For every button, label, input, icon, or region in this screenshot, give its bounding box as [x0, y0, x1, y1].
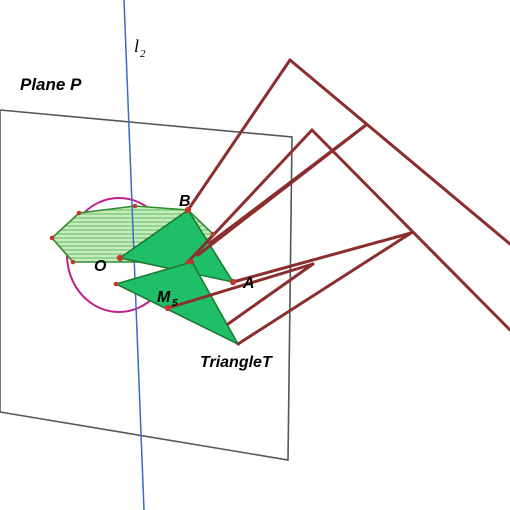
hexagon-vertex: [185, 259, 191, 265]
triangle-label: TriangleT: [200, 354, 273, 371]
hexagon-vertex: [70, 259, 76, 265]
rod: [236, 231, 413, 346]
point-b-label: B: [179, 193, 191, 210]
rod: [186, 58, 292, 212]
rod-structure: [166, 58, 510, 346]
point-b[interactable]: [184, 206, 192, 214]
rod: [166, 262, 315, 310]
rod: [310, 128, 510, 332]
rod: [186, 128, 314, 264]
point-a[interactable]: [229, 278, 237, 286]
hexagon-vertex: [210, 231, 216, 237]
line-label-subscript: 2: [140, 48, 146, 60]
rod: [208, 123, 368, 245]
point-m-label-subscript: 5: [172, 298, 178, 309]
hexagon-vertex: [76, 210, 82, 216]
rod: [231, 231, 413, 284]
point-o[interactable]: [116, 254, 124, 262]
triangle-vertex: [189, 259, 195, 265]
plane-label: Plane P: [20, 75, 82, 94]
hexagon-vertex: [132, 203, 138, 209]
rod: [226, 262, 315, 326]
triangle-t: [113, 261, 240, 346]
triangle-vertex: [113, 281, 119, 287]
points: [49, 203, 237, 312]
line-label: l: [134, 36, 139, 56]
point-m-label: M: [157, 289, 171, 306]
point-a-label: A: [242, 275, 255, 292]
point-o-label: O: [94, 258, 107, 275]
rod: [288, 58, 510, 246]
point-m5[interactable]: [164, 304, 172, 312]
hexagon-vertex: [49, 235, 55, 241]
plane-p: [0, 109, 293, 461]
